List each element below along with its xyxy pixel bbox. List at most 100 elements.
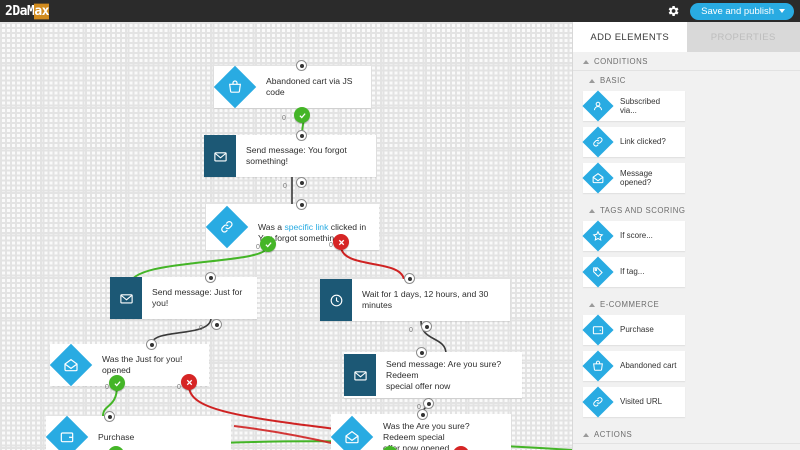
element-visited-url[interactable]: Visited URL [583, 387, 685, 417]
element-label: Visited URL [620, 397, 663, 407]
envelope-icon [344, 354, 376, 396]
node-input-port[interactable] [417, 409, 428, 420]
node-output-port[interactable] [211, 319, 222, 330]
node-input-port[interactable] [404, 273, 415, 284]
element-label: Message opened? [620, 168, 653, 188]
envelope-icon [110, 277, 142, 319]
no-branch-badge[interactable] [453, 446, 469, 450]
chevron-up-icon [589, 78, 595, 83]
section-title: CONDITIONS [594, 57, 648, 66]
chevron-up-icon [583, 59, 589, 64]
port-count: 0 [105, 384, 109, 391]
element-purchase[interactable]: Purchase [583, 315, 685, 345]
yes-branch-badge[interactable] [108, 446, 124, 450]
node-label-part1: Was a [258, 221, 285, 232]
node-purchase[interactable]: Purchase [46, 416, 231, 450]
tab-properties[interactable]: PROPERTIES [710, 31, 776, 43]
no-branch-badge[interactable] [181, 374, 197, 390]
port-count: 0 [329, 242, 333, 249]
specific-link-link[interactable]: specific link [284, 221, 329, 232]
node-send-message-you-forgot[interactable]: Send message: You forgot something! [204, 135, 376, 177]
node-input-port[interactable] [296, 199, 307, 210]
panel-tabs: ADD ELEMENTS PROPERTIES [573, 22, 800, 52]
chevron-up-icon [589, 208, 595, 213]
group-header-tags-and-scoring[interactable]: TAGS AND SCORING [573, 201, 800, 219]
star-icon [583, 221, 613, 251]
tag-icon [583, 257, 613, 287]
chevron-up-icon [589, 302, 595, 307]
group-title: TAGS AND SCORING [600, 206, 686, 215]
group-header-conditions-basic[interactable]: BASIC [573, 71, 800, 89]
group-title: BASIC [600, 76, 626, 85]
section-header-actions[interactable]: ACTIONS [573, 425, 800, 444]
node-send-message-are-you-sure[interactable]: Send message: Are you sure? Redeem speci… [344, 352, 522, 398]
yes-branch-badge[interactable] [260, 236, 276, 252]
node-label: Abandoned cart via JS code [266, 76, 353, 97]
chevron-down-icon [779, 9, 785, 13]
element-abandoned-cart[interactable]: Abandoned cart [583, 351, 685, 381]
envelope-open-icon [331, 416, 373, 450]
node-output-port[interactable] [423, 398, 434, 409]
logo-text-highlight: ax [34, 3, 49, 19]
save-and-publish-button[interactable]: Save and publish [690, 2, 794, 20]
element-label: Abandoned cart [620, 361, 677, 371]
group-header-actions-basic[interactable]: BASIC [573, 444, 800, 450]
element-label: Purchase [620, 325, 654, 335]
element-label: Link clicked? [620, 137, 666, 147]
node-label: Send message: Just for you! [152, 287, 243, 308]
element-grid-e-commerce: Purchase Abandoned cart [573, 313, 800, 425]
envelope-open-icon [583, 163, 613, 193]
wallet-icon [46, 416, 88, 450]
port-count: 0 [409, 327, 413, 334]
node-condition-just-for-you-opened[interactable]: Was the Just for you! opened [50, 344, 209, 386]
chevron-up-icon [583, 432, 589, 437]
node-label: Send message: You forgot something! [246, 145, 347, 166]
user-icon [583, 91, 613, 121]
node-input-port[interactable] [146, 339, 157, 350]
element-grid-tags-and-scoring: If score... If tag... [573, 219, 800, 295]
node-input-port[interactable] [104, 411, 115, 422]
yes-branch-badge[interactable] [382, 446, 398, 450]
link-icon [583, 387, 613, 417]
section-title: ACTIONS [594, 430, 633, 439]
yes-branch-badge[interactable] [294, 107, 310, 123]
logo-text-main: 2DaM [5, 3, 35, 19]
element-link-clicked[interactable]: Link clicked? [583, 127, 685, 157]
link-click-icon [583, 127, 613, 157]
element-subscribed-via[interactable]: Subscribed via... [583, 91, 685, 121]
basket-icon [214, 66, 256, 108]
node-input-port[interactable] [205, 272, 216, 283]
workflow-canvas[interactable]: Abandoned cart via JS code 0 Send messag… [0, 22, 572, 450]
envelope-open-icon [50, 344, 92, 386]
node-label: Send message: Are you sure? Redeem speci… [386, 358, 502, 391]
gear-icon[interactable] [666, 4, 680, 18]
node-condition-are-you-sure-opened[interactable]: Was the Are you sure? Redeem special off… [331, 414, 511, 450]
wallet-icon [583, 315, 613, 345]
section-header-conditions[interactable]: CONDITIONS [573, 52, 800, 71]
node-abandoned-cart-trigger[interactable]: Abandoned cart via JS code [214, 66, 371, 108]
node-label: Was the Are you sure? Redeem special off… [383, 420, 470, 450]
yes-branch-badge[interactable] [109, 375, 125, 391]
element-label: Subscribed via... [620, 96, 661, 116]
element-message-opened[interactable]: Message opened? [583, 163, 685, 193]
element-if-tag[interactable]: If tag... [583, 257, 685, 287]
node-output-port[interactable] [421, 321, 432, 332]
element-if-score[interactable]: If score... [583, 221, 685, 251]
node-input-port[interactable] [296, 60, 307, 71]
element-label: If tag... [620, 267, 645, 277]
node-label: Wait for 1 days, 12 hours, and 30 minute… [362, 289, 489, 310]
link-click-icon [206, 206, 248, 248]
tab-add-elements[interactable]: ADD ELEMENTS [573, 22, 687, 52]
node-condition-specific-link[interactable]: Was a specific link clicked in You forgo… [206, 204, 379, 250]
node-input-port[interactable] [296, 130, 307, 141]
no-branch-badge[interactable] [333, 234, 349, 250]
node-wait[interactable]: Wait for 1 days, 12 hours, and 30 minute… [320, 279, 510, 321]
node-output-port[interactable] [296, 177, 307, 188]
port-count: 0 [199, 325, 203, 332]
save-and-publish-label: Save and publish [701, 5, 774, 17]
group-header-e-commerce[interactable]: E-COMMERCE [573, 295, 800, 313]
node-send-message-just-for-you[interactable]: Send message: Just for you! [110, 277, 257, 319]
node-input-port[interactable] [416, 347, 427, 358]
